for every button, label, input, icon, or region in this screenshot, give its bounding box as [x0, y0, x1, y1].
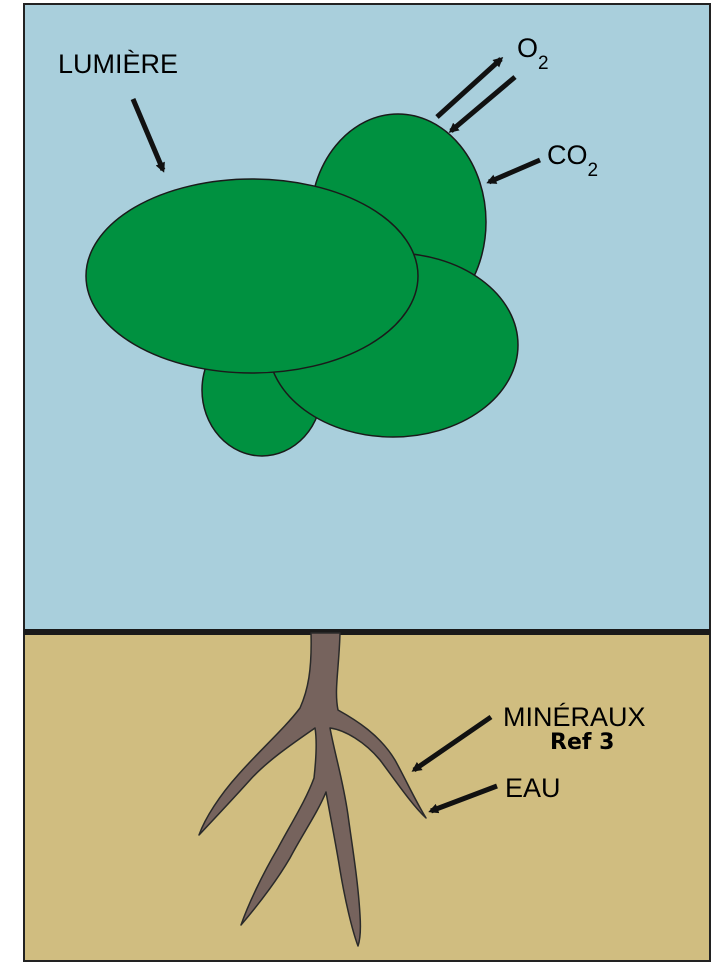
soil-area — [25, 632, 709, 960]
eau-label: EAU — [505, 773, 561, 803]
ref-label: Ref 3 — [550, 730, 614, 755]
mineraux-label: MINÉRAUX — [503, 702, 646, 732]
lumiere-label: LUMIÈRE — [58, 49, 178, 79]
